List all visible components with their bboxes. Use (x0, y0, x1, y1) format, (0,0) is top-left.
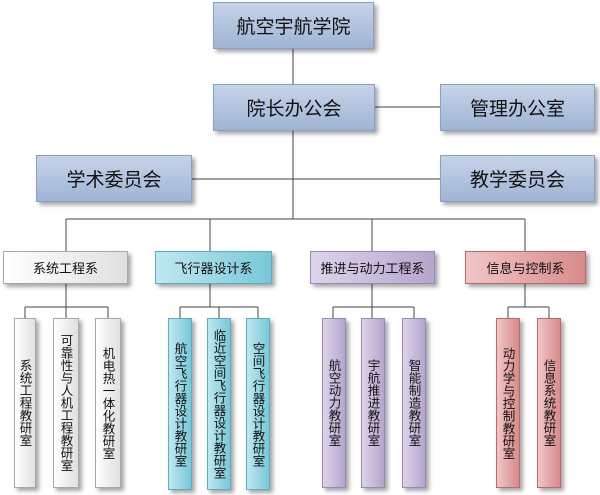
office-label: 航空动力教研室 (326, 359, 342, 447)
node-office: 可靠性与人机工程教研室 (53, 318, 79, 488)
node-office: 系统工程教研室 (14, 318, 36, 488)
office-label: 宇航推进教研室 (365, 359, 381, 447)
office-label: 信息系统教研室 (541, 359, 557, 447)
node-office: 航空飞行器设计教研室 (168, 318, 192, 490)
node-dean-office-label: 院长办公会 (246, 98, 342, 120)
office-label: 动力学与控制教研室 (500, 346, 516, 460)
node-management-office: 管理办公室 (440, 84, 595, 131)
office-label: 系统工程教研室 (17, 359, 33, 447)
dept-label: 信息与控制系 (486, 262, 565, 277)
node-dept-aircraft-design: 飞行器设计系 (155, 251, 272, 284)
node-dept-info-control: 信息与控制系 (465, 251, 586, 284)
node-dean-office: 院长办公会 (213, 84, 375, 131)
node-office: 宇航推进教研室 (361, 318, 385, 488)
dept-label: 系统工程系 (32, 262, 98, 277)
dept-label: 推进与动力工程系 (320, 262, 425, 277)
node-academic-committee-label: 学术委员会 (66, 169, 162, 191)
node-teaching-committee-label: 教学委员会 (469, 169, 565, 191)
node-office: 临近空间飞行器设计教研室 (207, 318, 231, 490)
office-label: 空间飞行器设计教研室 (250, 341, 266, 467)
node-dept-systems-engineering: 系统工程系 (3, 251, 128, 284)
node-institute: 航空宇航学院 (213, 2, 374, 49)
office-label: 航空飞行器设计教研室 (172, 341, 188, 467)
dept-label: 飞行器设计系 (174, 262, 253, 277)
node-dept-propulsion: 推进与动力工程系 (310, 251, 435, 284)
node-teaching-committee: 教学委员会 (440, 155, 595, 202)
office-label: 机电热一体化教研室 (100, 346, 116, 460)
office-label: 可靠性与人机工程教研室 (58, 334, 74, 472)
node-institute-label: 航空宇航学院 (236, 16, 351, 38)
node-office: 空间飞行器设计教研室 (246, 318, 270, 490)
node-office: 信息系统教研室 (537, 318, 561, 488)
office-label: 智能制造教研室 (406, 359, 422, 447)
node-office: 机电热一体化教研室 (95, 318, 121, 488)
node-office: 航空动力教研室 (322, 318, 346, 488)
office-label: 临近空间飞行器设计教研室 (211, 329, 227, 479)
node-academic-committee: 学术委员会 (36, 155, 192, 202)
node-office: 智能制造教研室 (402, 318, 426, 488)
node-management-office-label: 管理办公室 (469, 98, 565, 120)
node-office: 动力学与控制教研室 (496, 318, 520, 488)
